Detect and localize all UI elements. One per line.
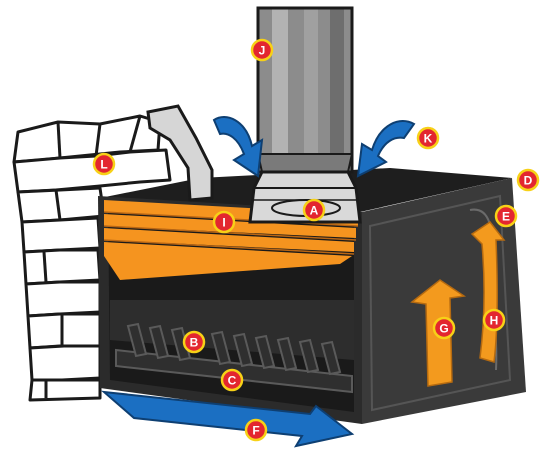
callout-d-badge bbox=[516, 168, 540, 192]
flue-pipe bbox=[256, 6, 354, 174]
callout-h-letter: H bbox=[490, 314, 499, 328]
callout-l-badge bbox=[92, 152, 116, 176]
callout-g-letter: G bbox=[439, 322, 448, 336]
callout-b-letter: B bbox=[190, 336, 199, 350]
callout-j: J bbox=[250, 38, 274, 62]
firebox-shading bbox=[110, 300, 354, 360]
side-cavity-outline bbox=[368, 194, 512, 412]
damper-plate bbox=[146, 104, 214, 202]
callout-d-letter: D bbox=[524, 174, 533, 188]
callout-k-letter: K bbox=[424, 132, 433, 146]
callout-e: E bbox=[494, 204, 518, 228]
air-arrow-left bbox=[212, 116, 264, 178]
callout-j-badge bbox=[250, 38, 274, 62]
callout-c: C bbox=[220, 368, 244, 392]
callout-j-letter: J bbox=[259, 44, 266, 58]
callout-b-badge bbox=[182, 330, 206, 354]
callout-a: A bbox=[302, 198, 326, 222]
callout-g: G bbox=[432, 316, 456, 340]
callout-l-letter: L bbox=[100, 158, 107, 172]
callout-b: B bbox=[182, 330, 206, 354]
callout-d: D bbox=[516, 168, 540, 192]
callout-a-letter: A bbox=[310, 204, 319, 218]
callout-i: I bbox=[212, 210, 236, 234]
brick-wall bbox=[12, 114, 172, 402]
callout-l: L bbox=[92, 152, 116, 176]
callout-a-badge bbox=[302, 198, 326, 222]
callout-h-badge bbox=[482, 308, 506, 332]
air-arrow-right bbox=[356, 120, 416, 178]
callout-f-letter: F bbox=[252, 424, 259, 438]
callout-f-badge bbox=[244, 418, 268, 442]
callout-e-letter: E bbox=[502, 210, 510, 224]
air-intake-arrow bbox=[100, 390, 355, 448]
callout-i-badge bbox=[212, 210, 236, 234]
callout-f: F bbox=[244, 418, 268, 442]
callout-k-badge bbox=[416, 126, 440, 150]
callout-h: H bbox=[482, 308, 506, 332]
callout-i-letter: I bbox=[222, 216, 225, 230]
callout-c-letter: C bbox=[228, 374, 237, 388]
callout-c-badge bbox=[220, 368, 244, 392]
callout-g-badge bbox=[432, 316, 456, 340]
callout-e-badge bbox=[494, 204, 518, 228]
flue-collar bbox=[248, 170, 362, 224]
callout-k: K bbox=[416, 126, 440, 150]
